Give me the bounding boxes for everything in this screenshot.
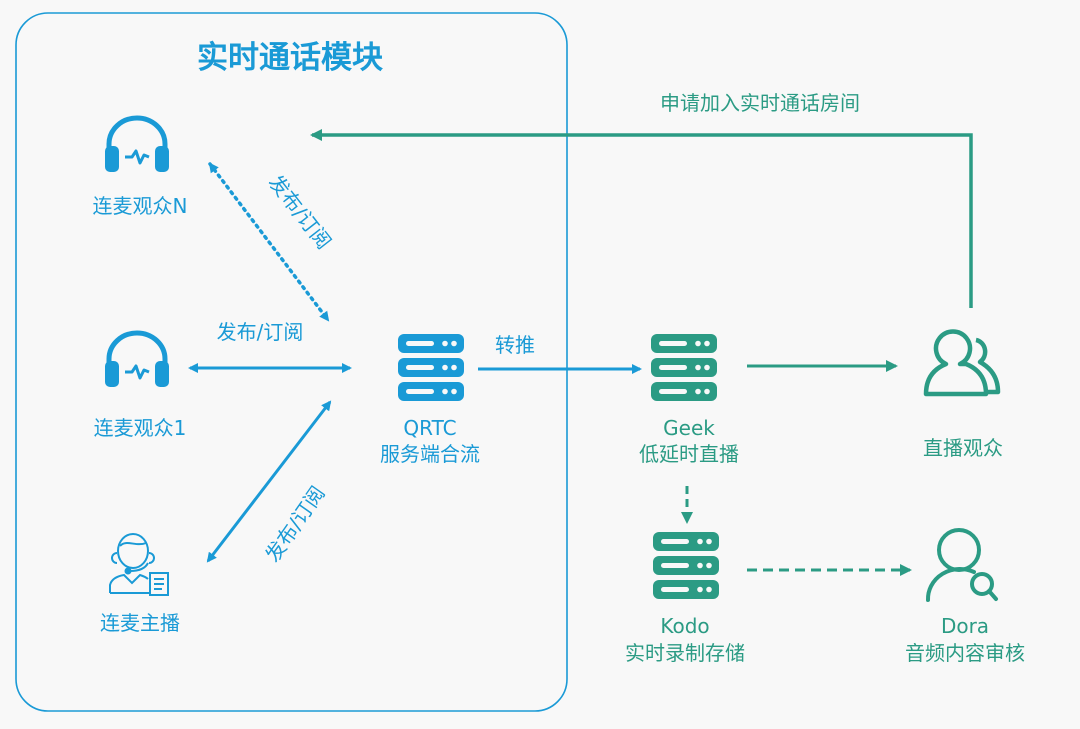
headphones-icon (105, 330, 169, 387)
node-kodo-name: Kodo (660, 614, 710, 638)
module-title: 实时通话模块 (197, 40, 383, 76)
node-guest-1-label: 连麦观众1 (93, 416, 187, 440)
edge-host-qrtc (206, 400, 332, 563)
headphones-icon (105, 115, 169, 172)
node-guest-n-label: 连麦观众N (92, 194, 188, 218)
node-geek-name: Geek (663, 416, 715, 440)
node-dora-desc: 音频内容审核 (905, 641, 1025, 665)
node-kodo-desc: 实时录制存储 (625, 641, 745, 665)
server-icon (653, 532, 719, 599)
node-qrtc-desc: 服务端合流 (380, 442, 480, 466)
server-icon (398, 334, 464, 401)
users-icon (923, 329, 1001, 397)
rtc-module-box (15, 12, 568, 712)
host-headset-icon (109, 533, 169, 596)
server-icon (651, 334, 717, 401)
node-audience-label: 直播观众 (923, 436, 1003, 460)
node-geek-desc: 低延时直播 (639, 442, 739, 466)
edge-audience-module (310, 129, 973, 308)
edge-label-qrtc-geek: 转推 (495, 333, 535, 357)
edge-label-guest-1: 发布/订阅 (216, 320, 304, 344)
node-host-label: 连麦主播 (100, 611, 180, 635)
node-dora-name: Dora (940, 614, 990, 638)
edge-label-join-request: 申请加入实时通话房间 (660, 91, 860, 115)
user-search-icon (925, 528, 998, 602)
edge-guest-n-qrtc (208, 162, 330, 322)
node-qrtc-name: QRTC (403, 416, 457, 440)
